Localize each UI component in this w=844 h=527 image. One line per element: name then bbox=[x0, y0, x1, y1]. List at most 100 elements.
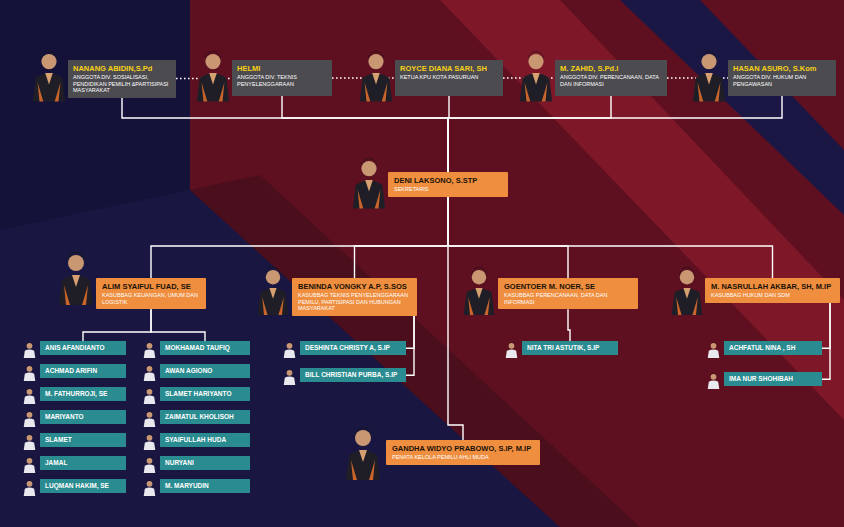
staff-box: ACHFATUL NINA , SH bbox=[724, 341, 822, 355]
person-name: ALIM SYAIFUL FUAD, SE bbox=[102, 282, 200, 291]
person-name: SLAMET bbox=[45, 436, 121, 444]
org-connector bbox=[822, 303, 830, 349]
name-text: M. NASRULLAH AKBAR, SH, M.IP bbox=[711, 282, 831, 291]
member-photo bbox=[520, 51, 552, 101]
person-name: SYAIFULLAH HUDA bbox=[165, 436, 245, 444]
staff-photo bbox=[24, 342, 36, 358]
staff-photo bbox=[144, 365, 156, 381]
secretary-photo bbox=[353, 158, 385, 208]
staff-box: MOKHAMAD TAUFIQ bbox=[160, 341, 250, 355]
name-text: ROYCE DIANA SARI, SH bbox=[400, 64, 487, 73]
name-text: BENINDA VONGKY A.P, S.SOS bbox=[298, 282, 407, 291]
name-text: M. FATHURROJI, SE bbox=[45, 390, 107, 398]
person-name: NANANG ABIDIN,S.Pd bbox=[73, 64, 171, 73]
person-name: M. FATHURROJI, SE bbox=[45, 390, 121, 398]
name-text: ACHFATUL NINA , SH bbox=[729, 344, 795, 352]
org-connector bbox=[406, 316, 414, 348]
staff-photo bbox=[284, 342, 296, 358]
name-text: ALIM SYAIFUL FUAD, SE bbox=[102, 282, 191, 291]
position-text: ANGGOTA DIV. TEKNIS PENYELENGGARAAN bbox=[237, 74, 327, 87]
staff-box: SLAMET bbox=[40, 433, 126, 447]
member-box: HELMIANGGOTA DIV. TEKNIS PENYELENGGARAAN bbox=[232, 60, 332, 96]
staff-box: MARIYANTO bbox=[40, 410, 126, 424]
staff-box: ACHMAD ARIFIN bbox=[40, 364, 126, 378]
org-connector bbox=[406, 316, 414, 375]
name-text: DENI LAKSONO, S.STP bbox=[394, 176, 477, 185]
name-text: MOKHAMAD TAUFIQ bbox=[165, 344, 230, 352]
name-text: SLAMET HARIYANTO bbox=[165, 390, 231, 398]
head-box: BENINDA VONGKY A.P, S.SOSKASUBBAG TEKNIS… bbox=[292, 278, 417, 316]
staff-photo bbox=[24, 388, 36, 404]
position-text: KASUBBAG KEUANGAN, UMUM DAN LOGISTIK bbox=[102, 292, 200, 305]
staff-box: SLAMET HARIYANTO bbox=[160, 387, 250, 401]
staff-photo bbox=[506, 342, 518, 358]
position-text: SEKRETARIS bbox=[394, 186, 502, 193]
position-text: KASUBBAG PERENCANAAN, DATA DAN INFORMASI bbox=[504, 292, 632, 305]
org-connector bbox=[151, 309, 205, 341]
member-photo bbox=[33, 51, 65, 101]
org-connector bbox=[355, 197, 449, 278]
name-text: GOENTOER M. NOER, SE bbox=[504, 282, 595, 291]
person-name: M. NASRULLAH AKBAR, SH, M.IP bbox=[711, 282, 834, 291]
head-photo bbox=[258, 267, 289, 315]
position-text: KASUBBAG TEKNIS PENYELENGGARAAN PEMILU, … bbox=[298, 292, 411, 312]
person-name: LUQMAN HAKIM, SE bbox=[45, 482, 121, 490]
staff-photo bbox=[24, 457, 36, 473]
expert-photo bbox=[346, 427, 380, 480]
staff-photo bbox=[144, 480, 156, 496]
member-photo bbox=[693, 51, 725, 101]
person-name: ZAIMATUL KHOLISOH bbox=[165, 413, 245, 421]
person-name: BENINDA VONGKY A.P, S.SOS bbox=[298, 282, 411, 291]
staff-photo bbox=[144, 342, 156, 358]
name-text: LUQMAN HAKIM, SE bbox=[45, 482, 109, 490]
member-photo bbox=[197, 51, 229, 101]
person-name: ANIS AFANDIANTO bbox=[45, 344, 121, 352]
person-name: MOKHAMAD TAUFIQ bbox=[165, 344, 245, 352]
name-text: ACHMAD ARIFIN bbox=[45, 367, 97, 375]
head-box: GOENTOER M. NOER, SEKASUBBAG PERENCANAAN… bbox=[498, 278, 638, 309]
person-name: HASAN ASURO, S.Kom bbox=[733, 64, 831, 73]
name-text: IMA NUR SHOHIBAH bbox=[729, 375, 793, 383]
org-connector bbox=[822, 303, 830, 380]
person-name: AWAN AGIONO bbox=[165, 367, 245, 375]
person-name: NURYANI bbox=[165, 459, 245, 467]
staff-photo bbox=[144, 457, 156, 473]
position-text: KASUBBAG HUKUM DAN SDM bbox=[711, 292, 834, 299]
staff-photo bbox=[24, 480, 36, 496]
name-text: DESHINTA CHRISTY A, S.IP bbox=[305, 344, 390, 352]
staff-box: DESHINTA CHRISTY A, S.IP bbox=[300, 341, 406, 355]
org-connector bbox=[83, 309, 151, 341]
name-text: ZAIMATUL KHOLISOH bbox=[165, 413, 234, 421]
staff-photo bbox=[284, 369, 296, 385]
member-box: M. ZAHID, S.Pd.IANGGOTA DIV. PERENCANAAN… bbox=[555, 60, 667, 96]
person-name: NITA TRI ASTUTIK, S.IP bbox=[527, 344, 613, 352]
name-text: JAMAL bbox=[45, 459, 67, 467]
person-name: ROYCE DIANA SARI, SH bbox=[400, 64, 498, 73]
name-text: AWAN AGIONO bbox=[165, 367, 212, 375]
staff-box: M. MARYUDIN bbox=[160, 479, 250, 493]
head-box: M. NASRULLAH AKBAR, SH, M.IPKASUBBAG HUK… bbox=[705, 278, 840, 303]
name-text: NITA TRI ASTUTIK, S.IP bbox=[527, 344, 599, 352]
org-connector bbox=[568, 309, 570, 341]
org-connector bbox=[448, 197, 773, 278]
staff-box: NITA TRI ASTUTIK, S.IP bbox=[522, 341, 618, 355]
name-text: M. ZAHID, S.Pd.I bbox=[560, 64, 618, 73]
name-text: NURYANI bbox=[165, 459, 194, 467]
org-connector bbox=[151, 197, 448, 278]
chair-box: ROYCE DIANA SARI, SHKETUA KPU KOTA PASUR… bbox=[395, 60, 503, 96]
staff-box: LUQMAN HAKIM, SE bbox=[40, 479, 126, 493]
person-name: M. MARYUDIN bbox=[165, 482, 245, 490]
secretary-box: DENI LAKSONO, S.STPSEKRETARIS bbox=[388, 172, 508, 197]
org-connector bbox=[122, 98, 448, 172]
name-text: HELMI bbox=[237, 64, 260, 73]
member-box: NANANG ABIDIN,S.PdANGGOTA DIV. SOSIALISA… bbox=[68, 60, 176, 98]
staff-photo bbox=[708, 342, 720, 358]
position-text: ANGGOTA DIV. HUKUM DAN PENGAWASAN bbox=[733, 74, 831, 87]
person-name: IMA NUR SHOHIBAH bbox=[729, 375, 817, 383]
person-name: ACHMAD ARIFIN bbox=[45, 367, 121, 375]
staff-box: JAMAL bbox=[40, 456, 126, 470]
staff-box: ZAIMATUL KHOLISOH bbox=[160, 410, 250, 424]
name-text: HASAN ASURO, S.Kom bbox=[733, 64, 816, 73]
name-text: M. MARYUDIN bbox=[165, 482, 209, 490]
